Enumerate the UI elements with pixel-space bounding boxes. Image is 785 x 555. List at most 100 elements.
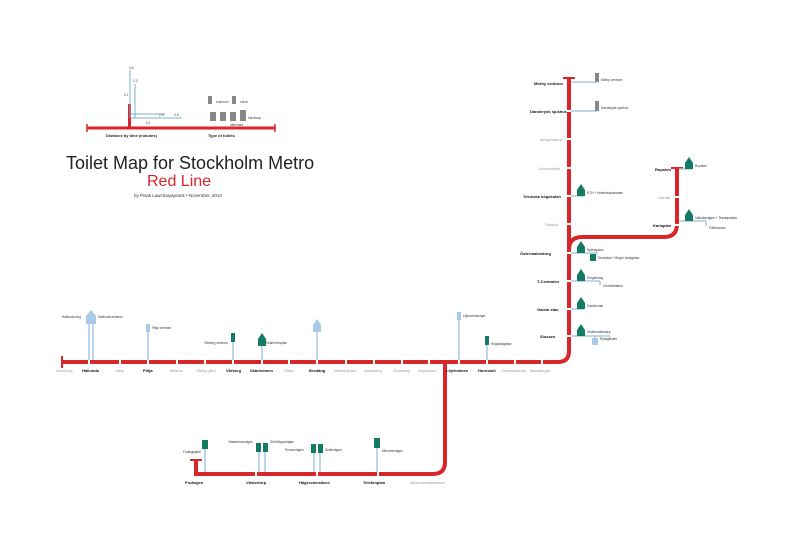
restroom-icon[interactable] <box>311 444 316 453</box>
restroom-icon[interactable] <box>577 297 585 309</box>
exit-fittja: Fittja centrum <box>152 326 172 330</box>
tick-zinkensdamm <box>514 360 516 364</box>
handicap-icon <box>210 112 216 121</box>
restroom-icon[interactable] <box>590 254 596 261</box>
restroom-icon[interactable] <box>577 241 585 253</box>
restroom-icon[interactable] <box>258 333 266 346</box>
urinal-icon[interactable] <box>595 101 599 111</box>
urinal-icon[interactable] <box>231 333 235 342</box>
urinal-icon <box>232 96 236 104</box>
tick-t-centralen <box>567 280 571 282</box>
station-vårby-gård: Vårby gård <box>196 368 216 373</box>
exit-västertorp-2: Störthöppsvägen <box>270 440 294 444</box>
legend-tick-h3: 4-5 <box>174 113 179 117</box>
restroom-icon[interactable] <box>256 443 261 452</box>
tick-östermalmstorg <box>567 252 571 254</box>
station-danderyds-sjukhus: Danderyds sjukhus <box>530 109 568 114</box>
restroom-icon <box>208 96 212 104</box>
tick-vårberg <box>232 360 234 364</box>
urinal-icon[interactable] <box>146 324 150 332</box>
tick-tekniska-högskolan <box>567 195 571 197</box>
track-norsborg-mörby <box>62 78 571 364</box>
exit-hägerstensåsen-2: Sedelvägen <box>325 448 342 452</box>
restroom-icon[interactable] <box>313 319 321 332</box>
tick-skärholmen <box>261 360 263 364</box>
station-alby: Alby <box>116 368 124 373</box>
legend-type-urinal: urinal <box>240 100 248 104</box>
restroom-icon[interactable] <box>577 269 585 281</box>
exit-liljeholmen: Liljeholmstorget <box>463 314 485 318</box>
tick-axelsberg <box>373 360 375 364</box>
station-fittja: Fittja <box>143 368 153 373</box>
station-liljeholmen: Liljeholmen <box>446 368 469 373</box>
station-aspudden: Aspudden <box>418 368 436 373</box>
urinal-icon[interactable] <box>595 73 599 82</box>
legend-type-handicap: handicap <box>248 116 261 120</box>
legend-type-label: Type of toilets <box>208 133 236 138</box>
restroom-icon[interactable] <box>374 438 380 448</box>
restroom-icon[interactable] <box>202 440 208 449</box>
tick-universitetet <box>567 167 571 169</box>
station-midsommarkransen: Midsommarkransen <box>410 480 445 485</box>
exit-danderyd: Danderyds sjukhus <box>601 106 629 110</box>
exit-t-centralen-2: Centralstation <box>603 284 623 288</box>
station-hägerstensåsen: Hägerstensåsen <box>299 480 330 485</box>
exit-hägerstensåsen-1: Personvägen <box>285 448 304 452</box>
restroom-icon[interactable] <box>86 310 96 324</box>
tick-liljeholmen <box>458 360 460 364</box>
tick-fittja <box>147 360 149 364</box>
station-karlaplan: Karlaplan <box>653 223 672 228</box>
restroom-icon[interactable] <box>685 157 693 169</box>
station-universitetet: Universitetet <box>538 166 561 171</box>
restroom-icon[interactable] <box>318 444 323 453</box>
tick-hornstull <box>486 360 488 364</box>
tick-telefonplan <box>377 472 379 476</box>
restroom-icon[interactable] <box>577 184 585 196</box>
legend-distance-label: Distance by time (minutes) <box>106 133 158 138</box>
map-subtitle: Red Line <box>147 173 212 190</box>
exit-hornstull: Högalidsgatan <box>491 342 512 346</box>
exit-västertorp-1: Västertorpsvägen <box>228 440 253 444</box>
tick-gamla-stan <box>567 308 571 310</box>
tick-mariatorget <box>541 360 543 364</box>
legend: 4-5 2-3 0-1 0-1 2-3 4-5 Distance by time… <box>86 66 276 138</box>
restroom-icon[interactable] <box>685 209 693 221</box>
tick-masmo <box>176 360 178 364</box>
restroom-icon[interactable] <box>577 324 585 336</box>
tick-hallunda <box>88 360 90 364</box>
station-skärholmen: Skärholmen <box>250 368 273 373</box>
tick-danderyds-sjukhus <box>567 110 571 112</box>
station-gamla-stan: Gamla stan <box>537 307 559 312</box>
track-ropsten-branch <box>567 168 679 251</box>
tick-bredäng <box>316 360 318 364</box>
restroom-icon[interactable] <box>592 338 598 345</box>
restroom-icon[interactable] <box>263 443 268 452</box>
exit-skärholmen: Skärholmsplan <box>266 341 287 345</box>
station-zinkensdamm: Zinkensdamm <box>501 368 527 373</box>
urinal-icon[interactable] <box>485 336 489 345</box>
station-ropsten: Ropsten <box>655 167 672 172</box>
legend-tick-h1: 0-1 <box>146 121 151 125</box>
station-fruängen: Fruängen <box>185 480 204 485</box>
station-mariatorget: Mariatorget <box>530 368 551 373</box>
exit-slussen-2: Ryssgården <box>600 337 617 341</box>
urinal-icon[interactable] <box>457 312 461 320</box>
station-axelsberg: Axelsberg <box>364 368 382 373</box>
exit-ropsten: Ropsten <box>695 164 707 168</box>
tick-örnsberg <box>401 360 403 364</box>
station-tekniska-högskolan: Tekniska högskolan <box>523 194 561 199</box>
legend-toilet-icons: restroom urinal handicap attendant <box>208 96 261 127</box>
exit-karlaplan-2: Fältöverden <box>709 226 726 230</box>
exit-mörby: Mörby centrum <box>601 78 623 82</box>
exit-slussen-1: Södermalmstorg <box>587 330 611 334</box>
station-gärdet: Gärdet <box>658 195 671 200</box>
station-mälarhöjden: Mälarhöjden <box>334 368 356 373</box>
station-telefonplan: Telefonplan <box>363 480 386 485</box>
exit-hallunda-centrum: Hallunda centrum <box>98 315 123 319</box>
tick-aspudden <box>428 360 430 364</box>
station-stadion: Stadion <box>545 222 559 227</box>
toilet-markers: Hallunda torg Hallunda centrum Fittja ce… <box>62 73 737 472</box>
station-örnsberg: Örnsberg <box>393 368 410 373</box>
station-östermalmstorg: Östermalmstorg <box>520 251 551 256</box>
